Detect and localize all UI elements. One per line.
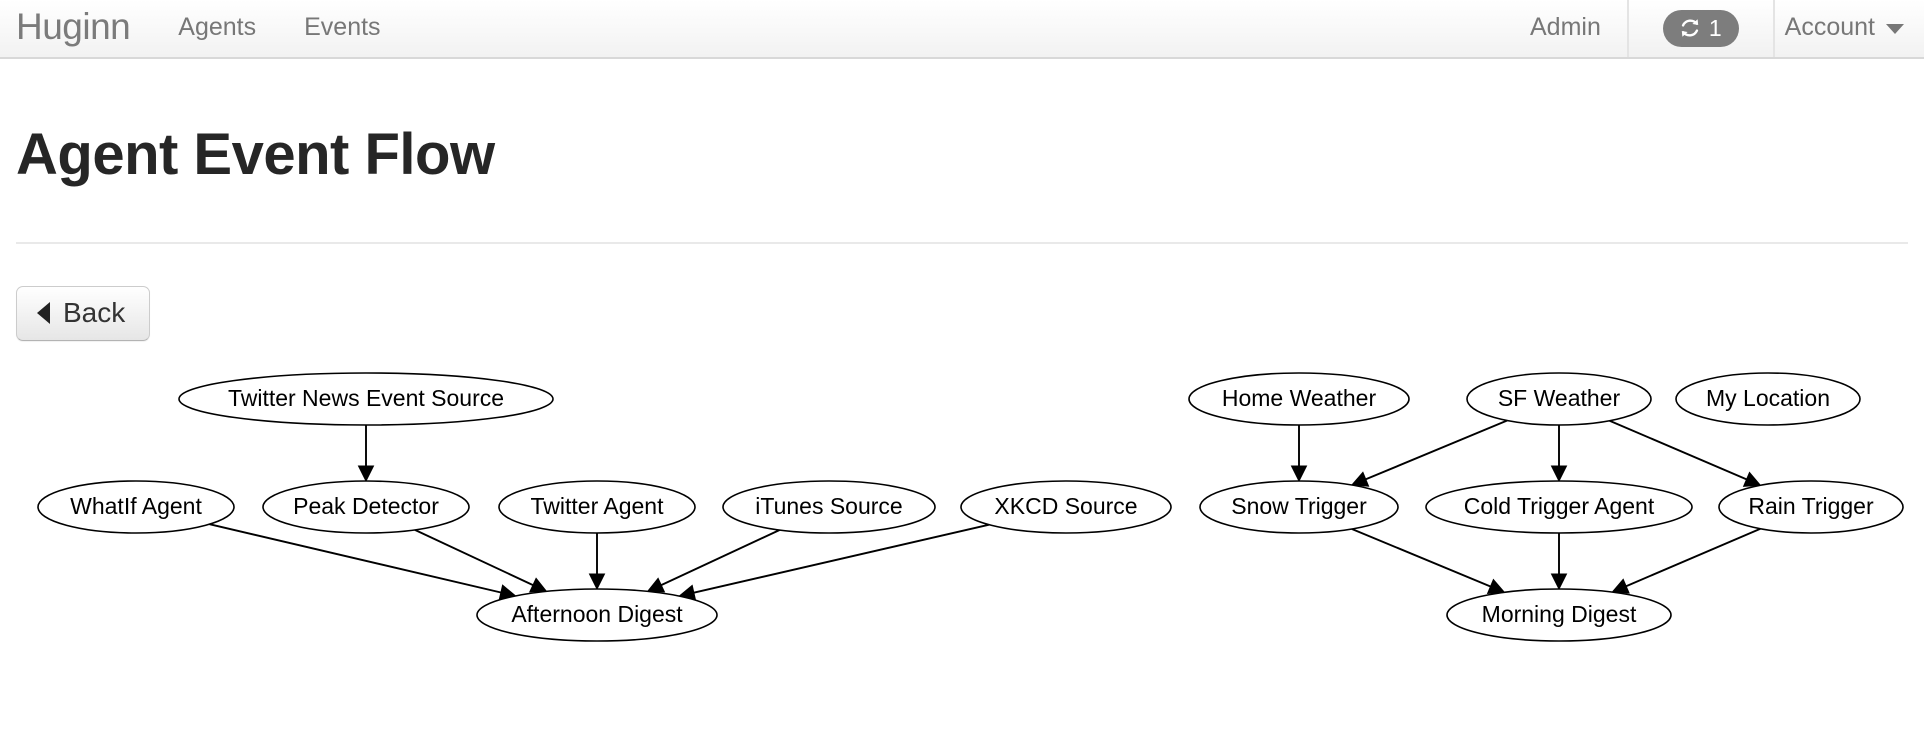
navbar: Huginn Agents Events Admin 1 Account [0,0,1924,59]
brand-logo[interactable]: Huginn [16,6,131,47]
graph-node-itunes_source[interactable]: iTunes Source [722,479,936,534]
graph-edge [1365,419,1508,480]
back-button[interactable]: Back [16,285,151,341]
graph-node-snow_trigger[interactable]: Snow Trigger [1199,479,1399,534]
title-divider [16,241,1908,244]
node-label: Twitter Agent [531,493,665,519]
graph-edge [414,528,534,586]
graph-node-home_weather[interactable]: Home Weather [1188,371,1410,426]
node-shape[interactable] [37,479,235,534]
node-label: iTunes Source [755,493,902,519]
graph-node-morning_digest[interactable]: Morning Digest [1446,587,1672,642]
refresh-icon [1681,19,1699,37]
graph-node-cold_trigger_agent[interactable]: Cold Trigger Agent [1425,479,1693,534]
graph-edge [660,528,781,586]
worker-status-badge[interactable]: 1 [1662,10,1739,47]
graph-edge-arrowhead [1742,471,1762,487]
node-shape[interactable] [498,479,696,534]
graph-node-rain_trigger[interactable]: Rain Trigger [1718,479,1904,534]
graph-edge [1609,419,1747,481]
node-label: Morning Digest [1482,601,1637,627]
graph-node-sf_weather[interactable]: SF Weather [1466,371,1652,426]
node-shape[interactable] [1446,587,1672,642]
node-shape[interactable] [1199,479,1399,534]
graph-edge-arrowhead [1550,573,1568,590]
node-shape[interactable] [1188,371,1410,426]
node-shape[interactable] [262,479,470,534]
node-label: Rain Trigger [1748,493,1874,519]
graph-edge [209,523,502,594]
node-shape[interactable] [1466,371,1652,426]
node-shape[interactable] [1675,371,1861,426]
node-label: Afternoon Digest [511,601,683,627]
graph-edge [1351,527,1491,588]
node-label: SF Weather [1498,385,1621,411]
node-label: Snow Trigger [1231,493,1367,519]
navbar-left: Huginn Agents Events [0,0,405,57]
node-shape[interactable] [722,479,936,534]
graph-edge [1625,527,1761,587]
graph-edge-arrowhead [588,573,606,590]
account-menu[interactable]: Account [1775,0,1924,57]
node-label: Home Weather [1222,385,1377,411]
graph-node-twitter_news_event_source[interactable]: Twitter News Event Source [178,371,554,426]
account-label: Account [1784,12,1875,41]
graph-node-twitter_agent[interactable]: Twitter Agent [498,479,696,534]
edge-layer [209,419,1762,601]
node-label: Cold Trigger Agent [1464,493,1655,519]
nav-link-events[interactable]: Events [304,12,381,41]
worker-count: 1 [1708,14,1722,41]
navbar-right: Admin 1 Account [1504,0,1924,57]
graph-edge-arrowhead [1486,578,1506,594]
chevron-left-icon [37,301,50,324]
graph-node-my_location[interactable]: My Location [1675,371,1861,426]
graph-edge-arrowhead [1550,465,1568,482]
node-shape[interactable] [1425,479,1693,534]
worker-status-cell: 1 [1626,0,1775,57]
graph-edge-arrowhead [1350,471,1370,487]
node-shape[interactable] [960,479,1172,534]
nav-link-admin[interactable]: Admin [1529,12,1601,41]
node-label: XKCD Source [994,493,1137,519]
caret-down-icon [1886,24,1904,34]
page-title: Agent Event Flow [16,122,495,187]
graph-node-afternoon_digest[interactable]: Afternoon Digest [476,587,718,642]
page-container: Agent Event Flow Back Twitter News Event… [0,123,1924,689]
graph-edge [693,523,990,594]
node-shape[interactable] [178,371,554,426]
node-label: WhatIf Agent [70,493,202,519]
node-shape[interactable] [476,587,718,642]
nav-link-agents[interactable]: Agents [178,12,257,41]
node-label: My Location [1706,385,1830,411]
graph-edge-arrowhead [357,465,375,482]
graph-edge-arrowhead [1290,465,1308,482]
node-label: Twitter News Event Source [228,385,504,411]
graph-edge-arrowhead [1611,578,1630,594]
graph-node-whatif_agent[interactable]: WhatIf Agent [37,479,235,534]
node-label: Peak Detector [293,493,439,519]
graph-node-peak_detector[interactable]: Peak Detector [262,479,470,534]
node-shape[interactable] [1718,479,1904,534]
back-button-label: Back [63,296,126,328]
graph-node-xkcd_source[interactable]: XKCD Source [960,479,1172,534]
